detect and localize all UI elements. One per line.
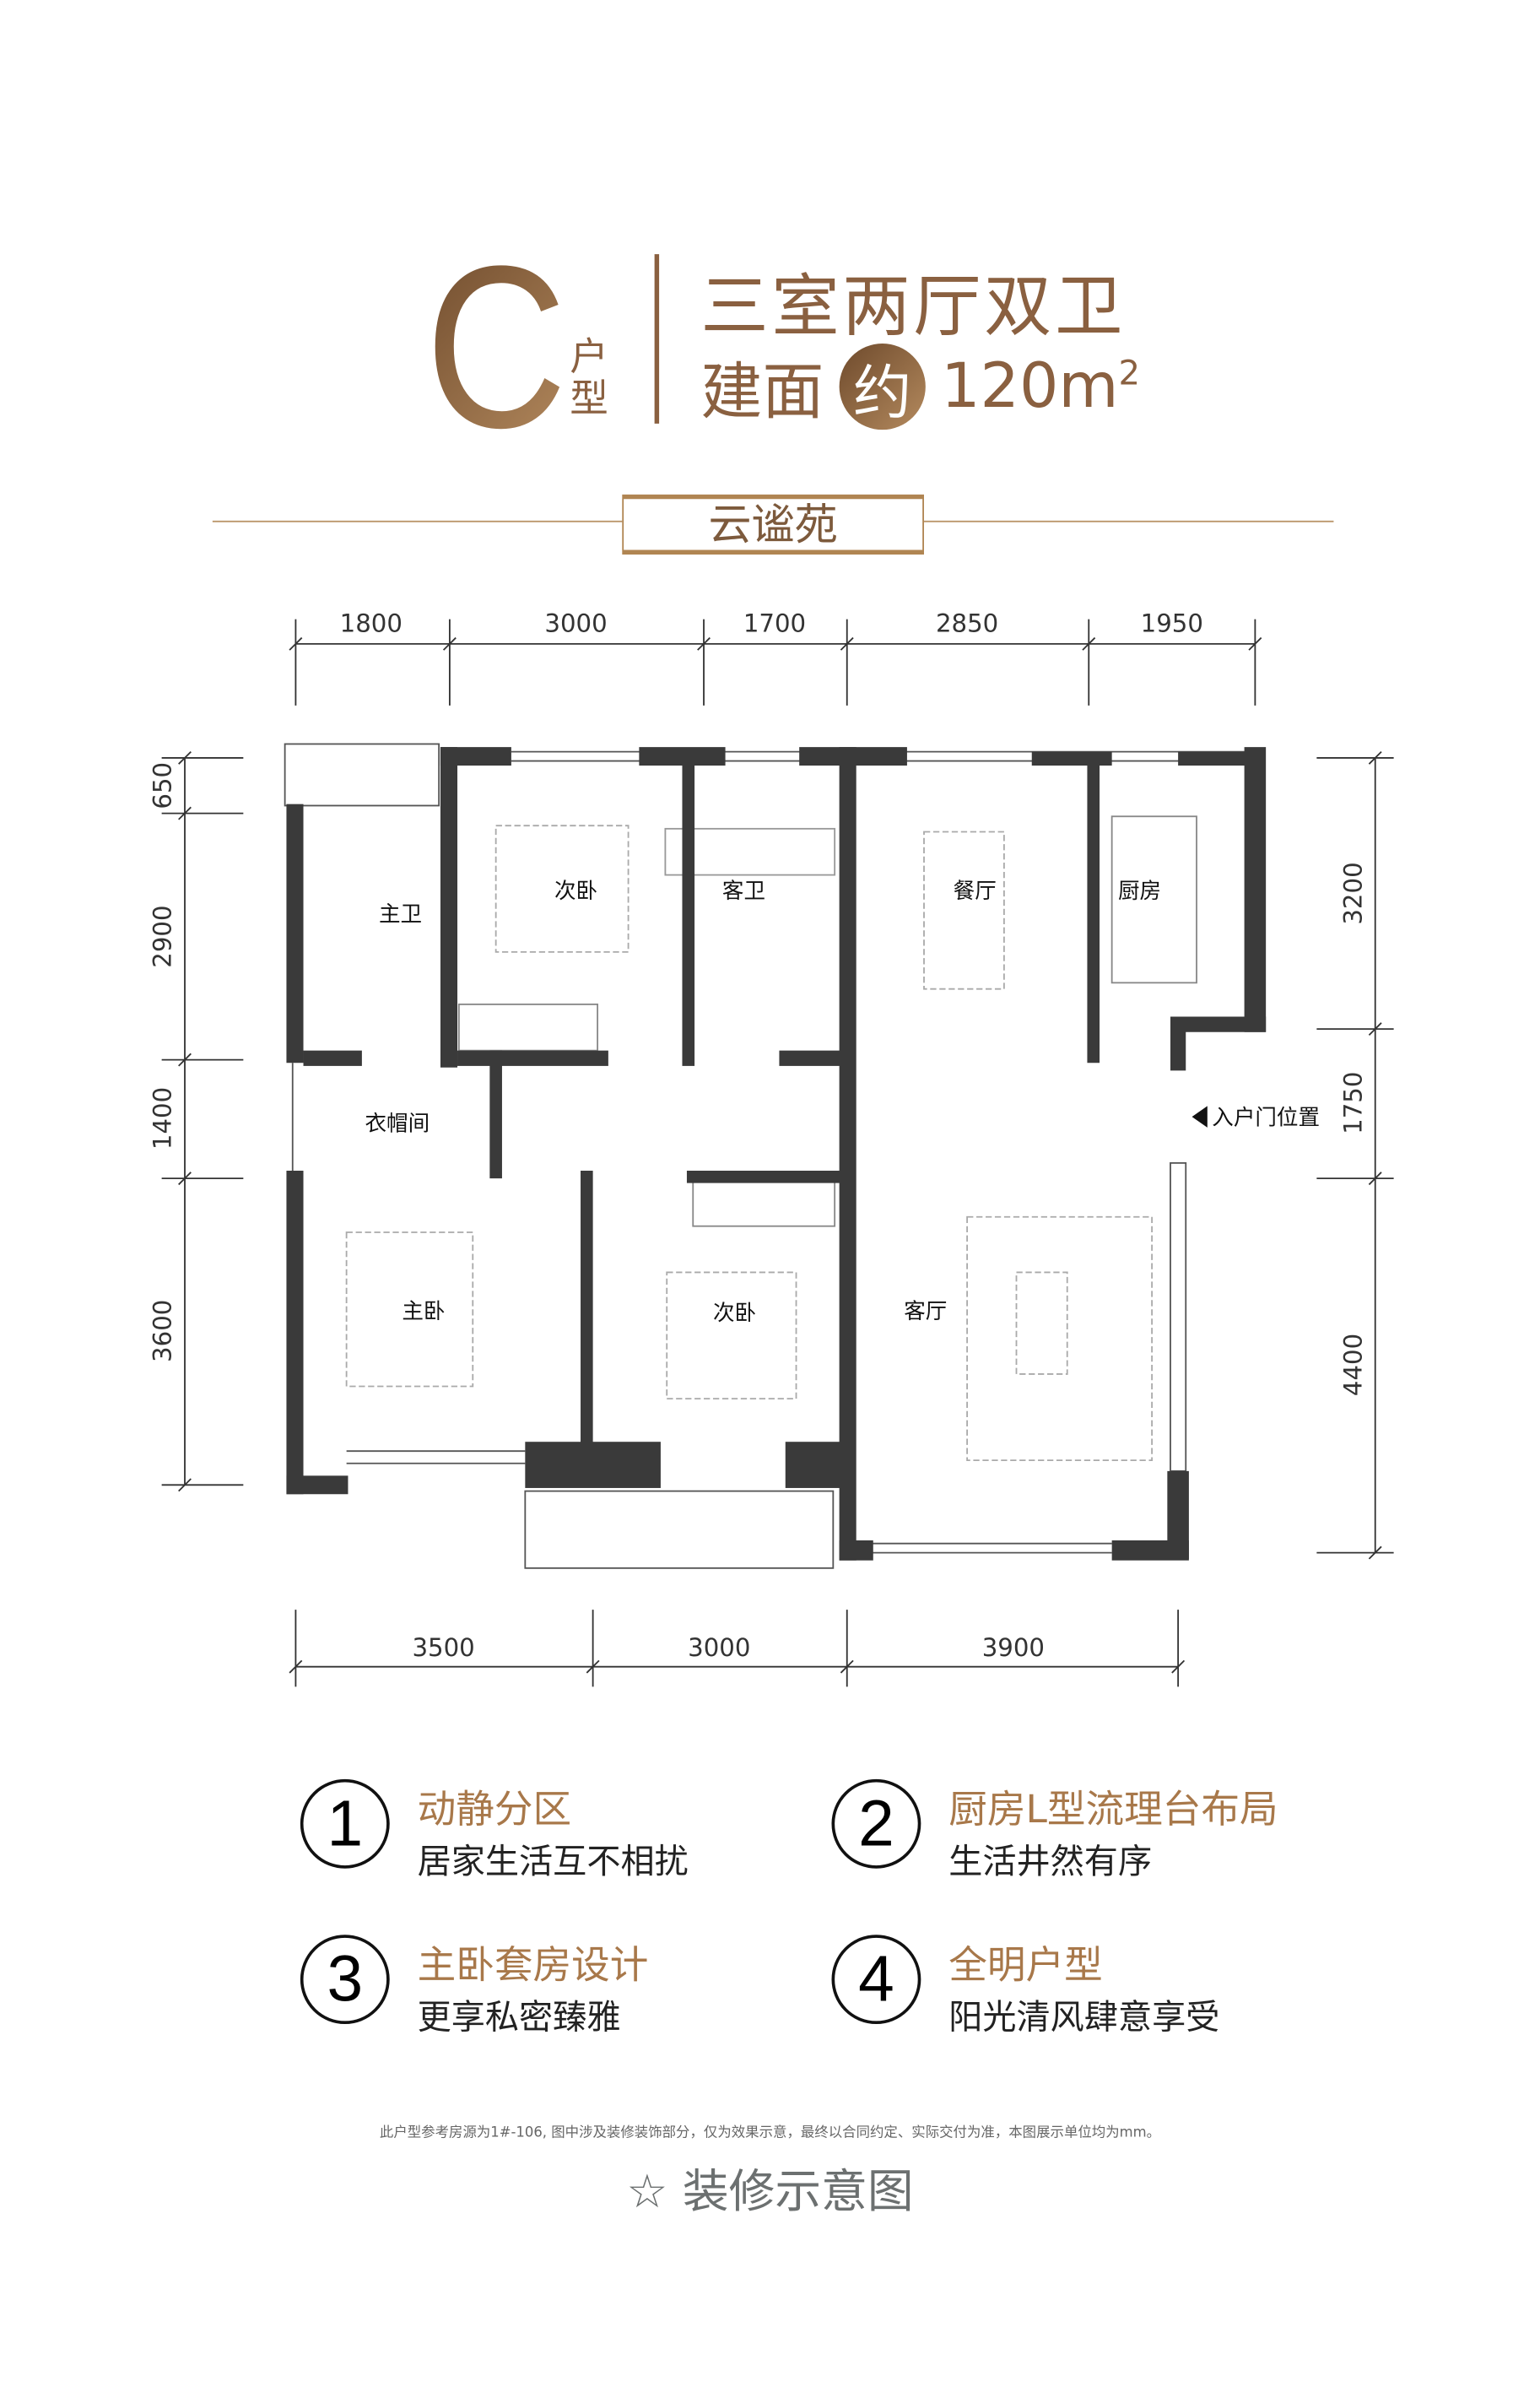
- area-label: 建面: [700, 357, 824, 429]
- dimension-tick: [289, 1659, 303, 1674]
- dim-left: 2900: [149, 905, 177, 967]
- dimension-tick: [1248, 636, 1262, 651]
- dimension-tick: [1368, 750, 1382, 765]
- feature-title: 动静分区: [417, 1787, 572, 1832]
- dim-top: 1950: [1141, 609, 1203, 637]
- feature-3: 3 主卧套房设计更享私密臻雅: [300, 1935, 648, 2039]
- dimension-tick: [178, 1478, 192, 1492]
- dimension-tick: [1171, 1659, 1186, 1674]
- dim-top: 1800: [340, 609, 403, 637]
- dimension-tick: [178, 1053, 192, 1067]
- dim-left: 3600: [149, 1300, 177, 1362]
- feature-title: 主卧套房设计: [417, 1942, 649, 1988]
- feature-number: 1: [300, 1778, 390, 1869]
- dim-top: 2850: [936, 609, 998, 637]
- dimension-tick: [442, 636, 457, 651]
- feature-number: 2: [831, 1778, 921, 1869]
- dimension-lines: [161, 619, 1394, 1687]
- feature-1: 1 动静分区居家生活互不相扰: [300, 1778, 689, 1884]
- dim-right: 1750: [1338, 1072, 1367, 1134]
- dimension-tick: [840, 636, 854, 651]
- dimension-tick: [1368, 1022, 1382, 1036]
- dim-right: 3200: [1338, 862, 1367, 924]
- area-value: 120m2: [941, 351, 1140, 422]
- area-line: 建面 约 120m2: [700, 342, 1140, 431]
- floor-plan: 1800 3000 1700 2850 1950 3500 3000 3900 …: [149, 609, 1394, 1687]
- disclaimer-note: 此户型参考房源为1#-106, 图中涉及装修装饰部分，仅为效果示意，最终以合同约…: [379, 2125, 1161, 2141]
- dimension-tick: [1368, 1172, 1382, 1186]
- feature-subtitle: 生活井然有序: [948, 1843, 1153, 1883]
- project-name: 云谧苑: [622, 494, 924, 555]
- feature-subtitle: 更享私密臻雅: [417, 1999, 621, 2038]
- dimension-tick: [840, 1659, 854, 1674]
- feature-4: 4 全明户型阳光清风肆意享受: [831, 1935, 1220, 2039]
- approx-badge: 约: [839, 343, 926, 430]
- dim-left: 650: [149, 762, 177, 809]
- feature-subtitle: 居家生活互不相扰: [417, 1843, 689, 1883]
- layout-title: 三室两厅双卫: [700, 268, 1127, 347]
- feature-number: 3: [300, 1935, 390, 2025]
- dimension-tick: [178, 750, 192, 765]
- unit-type-suffix: 户型: [570, 334, 608, 421]
- dim-bottom: 3500: [412, 1633, 474, 1662]
- room-dining: 餐厅: [954, 879, 997, 904]
- room-second-bedroom: 次卧: [713, 1301, 756, 1326]
- area-number: 120m: [941, 351, 1119, 423]
- divider: [654, 254, 660, 424]
- room-kitchen: 厨房: [1118, 879, 1161, 904]
- dimension-tick: [586, 1659, 600, 1674]
- room-living: 客厅: [904, 1299, 947, 1324]
- room-labels: 主卫 次卧 客卫 餐厅 厨房 衣帽间 入户门位置 主卧 次卧 客厅: [365, 879, 1320, 1326]
- star-icon: ☆: [626, 2165, 668, 2220]
- feature-subtitle: 阳光清风肆意享受: [948, 1999, 1220, 2038]
- dimension-tick: [178, 1172, 192, 1186]
- room-master-bath: 主卫: [379, 901, 422, 927]
- area-sup: 2: [1118, 354, 1141, 394]
- walls: [286, 747, 1267, 1561]
- room-master-bedroom: 主卧: [402, 1299, 445, 1324]
- footer-label: 装修示意图: [682, 2165, 914, 2220]
- room-guest-bath: 客卫: [722, 879, 765, 904]
- dim-left: 1400: [149, 1087, 177, 1150]
- dim-top: 1700: [743, 609, 806, 637]
- dimension-labels: 1800 3000 1700 2850 1950 3500 3000 3900 …: [149, 609, 1368, 1662]
- feature-title: 厨房L型流理台布局: [948, 1787, 1278, 1832]
- room-cloakroom: 衣帽间: [365, 1112, 430, 1137]
- dim-bottom: 3900: [982, 1633, 1045, 1662]
- dimension-tick: [289, 636, 303, 651]
- dim-top: 3000: [544, 609, 607, 637]
- feature-2: 2 厨房L型流理台布局生活井然有序: [831, 1778, 1278, 1884]
- entrance-label: 入户门位置: [1212, 1105, 1320, 1130]
- feature-number: 4: [831, 1935, 921, 2025]
- dim-bottom: 3000: [688, 1633, 750, 1662]
- dimension-tick: [178, 806, 192, 820]
- room-second-bedroom: 次卧: [554, 879, 597, 904]
- feature-title: 全明户型: [948, 1942, 1103, 1988]
- dim-right: 4400: [1338, 1334, 1367, 1396]
- footer-caption: ☆ 装修示意图: [0, 2153, 1540, 2221]
- windows-thin-walls: [284, 743, 1251, 1569]
- entrance-arrow-icon: [1191, 1106, 1208, 1128]
- unit-type-letter: C: [424, 217, 567, 476]
- dimension-tick: [1082, 636, 1096, 651]
- dimension-tick: [697, 636, 711, 651]
- dimension-tick: [1368, 1545, 1382, 1560]
